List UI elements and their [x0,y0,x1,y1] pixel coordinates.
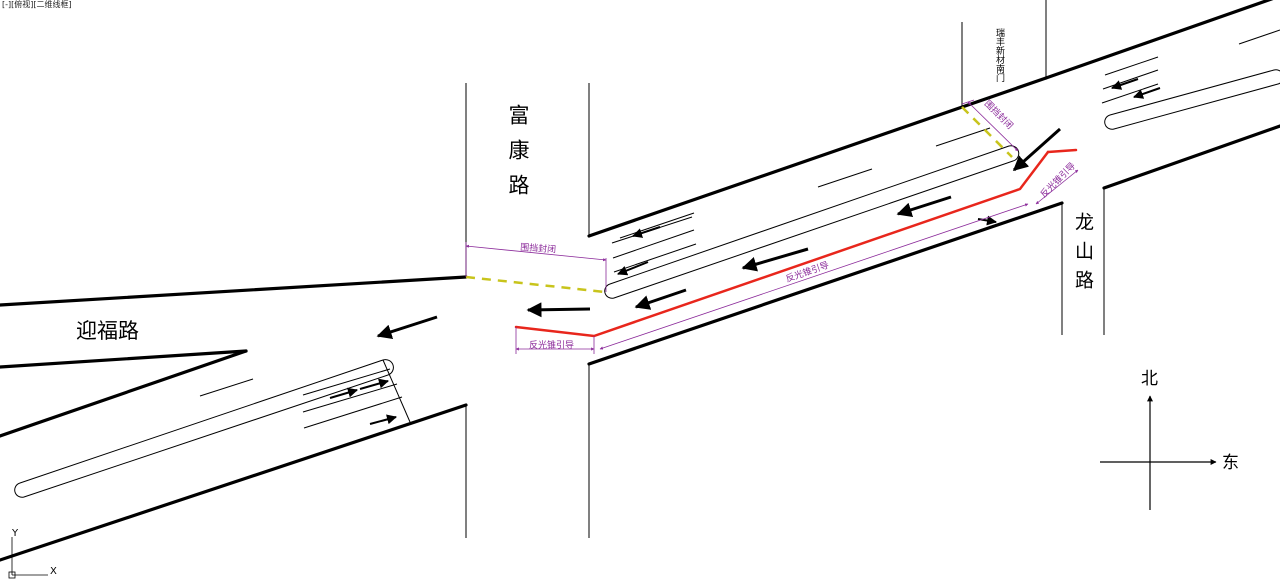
lane-dash [1238,29,1280,45]
label-cone-west: 反光锥引导 [529,339,574,351]
southwest-arrow [1012,127,1061,172]
ucs-y-label: Y [11,528,19,539]
lane-line [1104,56,1159,76]
lane-arrow [329,387,358,399]
yingfu-median-island [14,359,394,498]
direction-arrows [376,127,1061,340]
lane-arrow [1111,78,1139,90]
westbound-arrow [376,315,438,340]
dim-ext [961,99,975,105]
label-closure-west: 围挡封闭 [520,241,557,255]
lane-arrow [359,378,389,390]
dim-closure-east [967,101,1019,152]
barrier-closures [465,106,1013,294]
west-barrier-line [465,275,606,294]
cone-guide-east [1046,148,1078,154]
dimension-lines [465,99,1079,354]
cross-street-edges [465,0,1105,538]
westbound-arrow [896,195,952,218]
lane-line [1101,83,1159,104]
yingfu-north-edge [0,275,468,307]
compass-east-label: 东 [1222,453,1239,473]
yingfu-south-edge [0,403,468,562]
ucs-origin [8,571,16,579]
gate-label: 瑞丰新材南门 [994,27,1005,83]
lane-dash [199,378,254,397]
westbound-arrow [526,302,591,318]
lane-arrow [1133,87,1161,99]
east-median-island [1104,69,1280,130]
westbound-arrow [634,288,687,310]
compass: 北 东 [1100,369,1239,510]
lane-line [302,383,398,413]
small-arrows [329,78,1161,425]
lane-dash [817,168,873,188]
ucs-x-label: X [50,566,57,577]
viewport-label: [-][俯视][二维线框] [2,0,72,9]
lane-line [302,368,391,396]
cone-guides [514,148,1078,338]
cone-guide-west [514,150,1050,338]
lane-arrow [977,215,997,226]
lane-line [303,396,403,429]
label-cone-east: 反光锥引导 [1038,160,1078,200]
road-label-longshan: 龙山路 [1072,212,1094,299]
main-north-edge-east [1044,0,1274,80]
yingfu-median-north [0,349,248,369]
dim-cone-center [599,203,1029,350]
compass-north-label: 北 [1141,369,1158,389]
dim-closure-west [465,244,607,262]
lane-dash [935,127,991,147]
dim-cone-east [1035,169,1079,205]
road-label-fukang: 富康路 [506,104,530,209]
road-label-yingfu: 迎福路 [76,319,139,343]
label-closure-east: 围挡封闭 [982,98,1016,132]
lane-arrow [632,226,661,238]
lane-line [612,229,695,259]
ucs-icon [8,537,48,579]
lane-arrow [369,414,397,425]
main-south-edge-east [1102,124,1280,190]
stop-line [382,359,411,423]
yingfu-median-south [0,349,248,438]
